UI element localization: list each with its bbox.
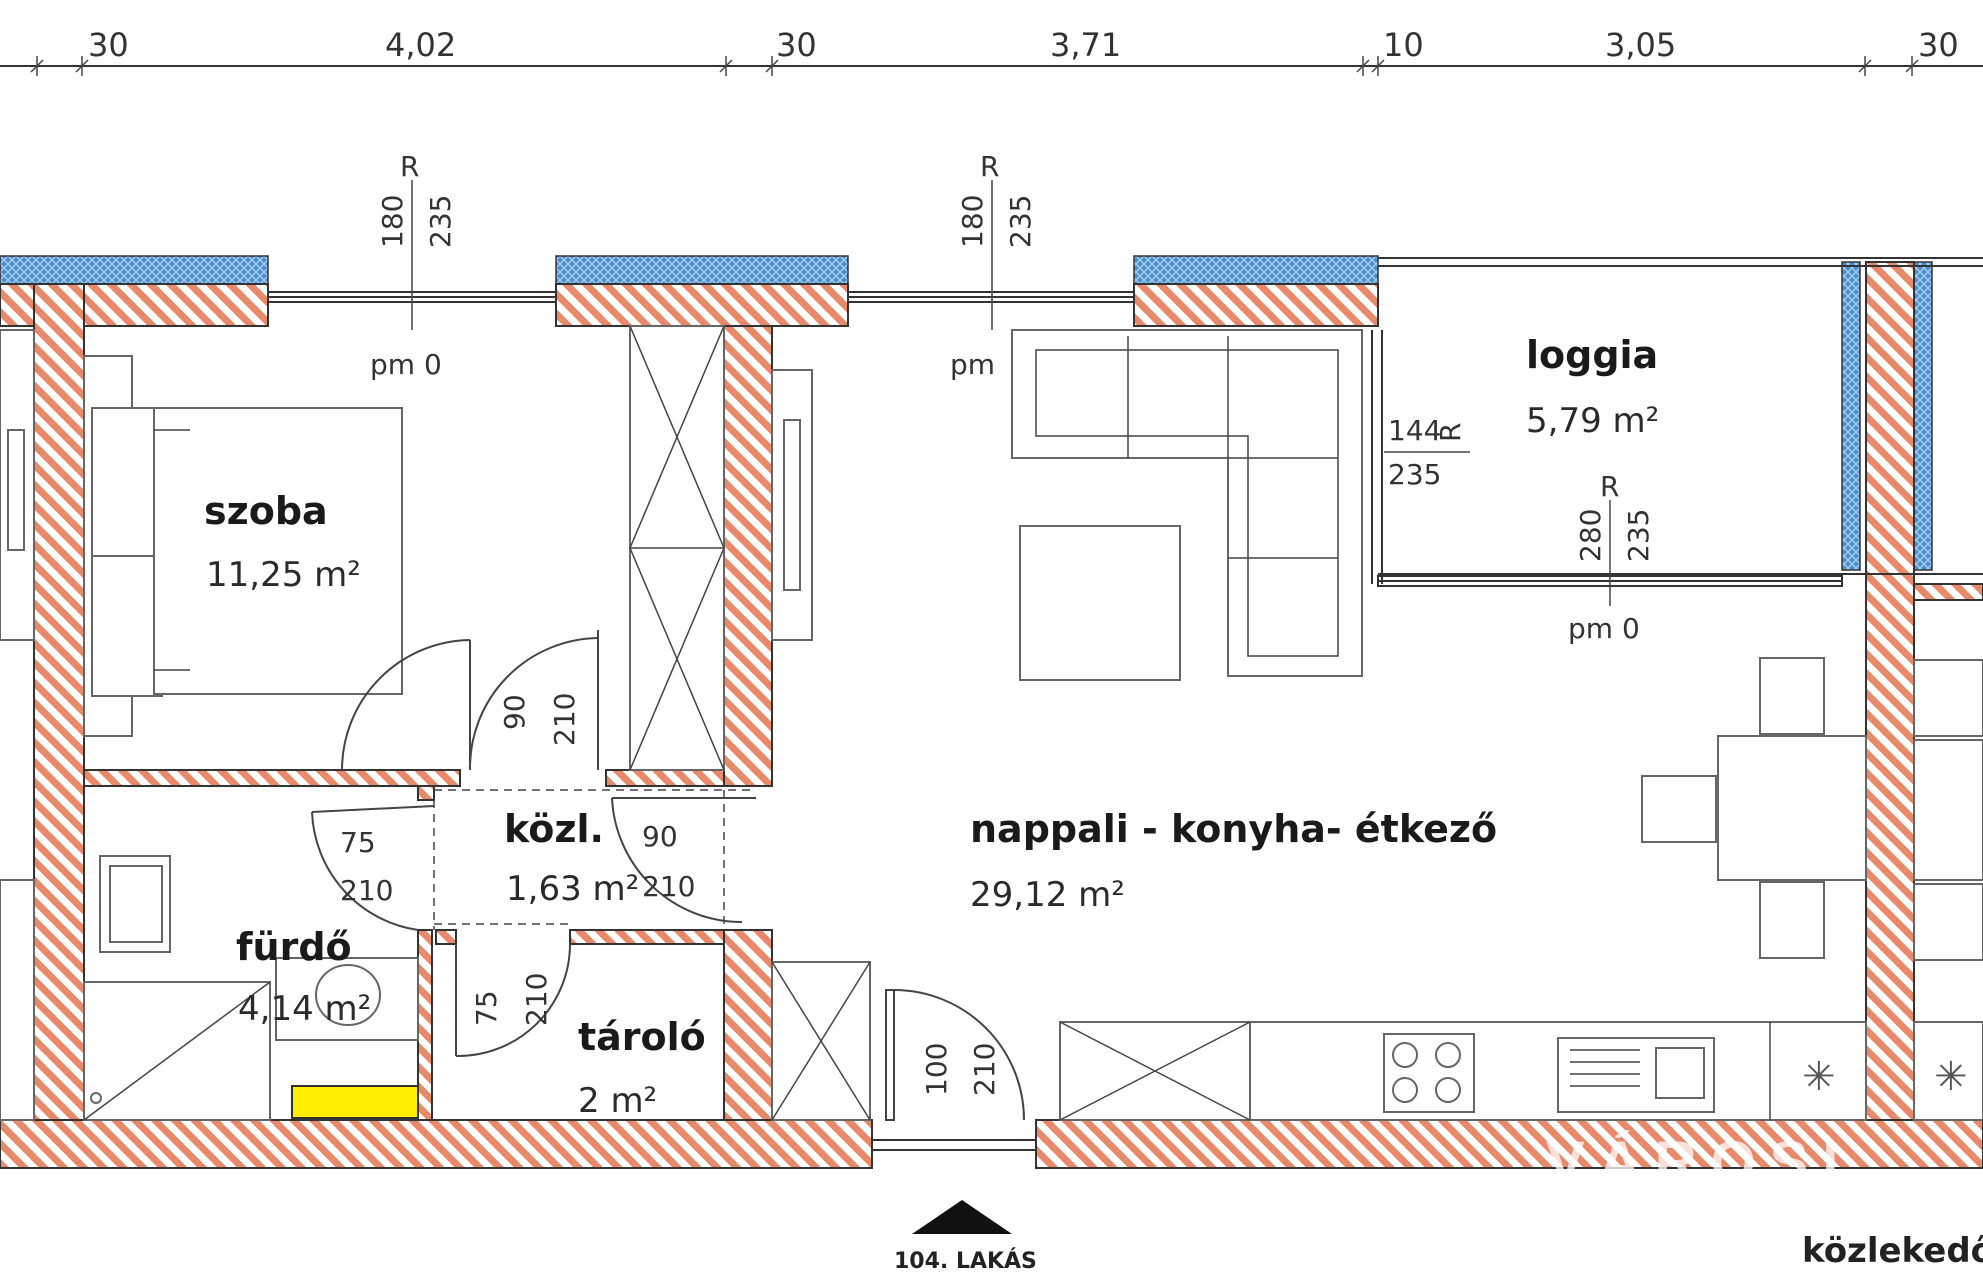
room-area-loggia: 5,79 m² xyxy=(1526,401,1659,441)
windows xyxy=(267,257,1983,587)
refrigerator-icon: ✳ xyxy=(1802,1054,1836,1100)
nappali-wardrobe xyxy=(771,369,813,641)
room-area-szoba: 11,25 m² xyxy=(206,555,361,595)
dim-top-1: 30 xyxy=(88,26,129,64)
room-name-kozl: közl. xyxy=(504,807,604,851)
kitchen-counter xyxy=(1059,1021,1983,1121)
door-entrance: 100 210 xyxy=(872,989,1036,1151)
window-annotation-2: R 180 235 pm xyxy=(950,150,1037,381)
entrance-arrow-icon xyxy=(912,1200,1012,1234)
door-tarolo: 75 210 xyxy=(455,943,571,1058)
room-area-furdo: 4,14 m² xyxy=(238,989,371,1029)
szoba-wardrobe xyxy=(629,325,725,771)
svg-text:pm: pm xyxy=(950,348,995,381)
room-area-kozl: 1,63 m² xyxy=(506,869,639,909)
room-name-nappali: nappali - konyha- étkező xyxy=(970,807,1497,851)
svg-text:210: 210 xyxy=(520,973,553,1026)
room-name-furdo: fürdő xyxy=(236,925,352,969)
svg-text:100: 100 xyxy=(920,1043,953,1096)
heater xyxy=(291,1085,419,1119)
window-annotation-3: 144 235 R xyxy=(1384,414,1470,491)
svg-text:pm 0: pm 0 xyxy=(370,348,442,381)
room-area-nappali: 29,12 m² xyxy=(970,875,1125,915)
svg-text:90: 90 xyxy=(642,820,678,853)
svg-text:90: 90 xyxy=(498,694,531,730)
svg-text:pm 0: pm 0 xyxy=(1568,612,1640,645)
svg-text:180: 180 xyxy=(376,195,409,248)
entrance-label: 104. LAKÁS xyxy=(894,1248,1037,1274)
dim-top-3: 30 xyxy=(776,26,817,64)
window-annotation-4: R 280 235 pm 0 xyxy=(1568,470,1655,645)
dim-top-5: 10 xyxy=(1383,26,1424,64)
room-name-tarolo: tároló xyxy=(578,1015,706,1059)
svg-text:210: 210 xyxy=(340,874,393,907)
svg-text:235: 235 xyxy=(1388,458,1441,491)
window-annotation-1: R 180 235 pm 0 xyxy=(370,150,457,381)
svg-text:75: 75 xyxy=(470,990,503,1026)
room-name-szoba: szoba xyxy=(204,489,328,533)
left-wardrobe xyxy=(0,329,35,1121)
room-area-tarolo: 2 m² xyxy=(578,1081,657,1121)
dimension-line-top: 30 4,02 30 3,71 10 3,05 30 xyxy=(0,26,1983,76)
dining-set xyxy=(1641,657,1983,961)
svg-text:144: 144 xyxy=(1388,414,1441,447)
walls xyxy=(0,261,1983,1169)
svg-text:235: 235 xyxy=(1004,195,1037,248)
dim-top-4: 3,71 xyxy=(1050,26,1121,64)
bed xyxy=(83,355,403,737)
watermark: VÁROSI xyxy=(1546,1130,1852,1195)
svg-text:235: 235 xyxy=(1622,509,1655,562)
svg-text:210: 210 xyxy=(548,693,581,746)
room-name-loggia: loggia xyxy=(1526,333,1658,377)
entry-cabinet xyxy=(771,961,871,1121)
svg-text:R: R xyxy=(1434,423,1467,442)
dim-top-6: 3,05 xyxy=(1605,26,1676,64)
svg-text:R: R xyxy=(980,150,999,183)
door-nappali: 90 210 xyxy=(611,797,756,924)
svg-text:75: 75 xyxy=(340,826,376,859)
refrigerator-icon-2: ✳ xyxy=(1934,1054,1968,1100)
svg-text:180: 180 xyxy=(956,195,989,248)
dim-top-7: 30 xyxy=(1918,26,1959,64)
svg-text:210: 210 xyxy=(642,870,695,903)
opening-guides xyxy=(433,789,756,930)
bathroom-fixtures xyxy=(83,855,419,1121)
svg-text:235: 235 xyxy=(424,195,457,248)
door-furdo: 75 210 xyxy=(311,805,435,931)
svg-text:R: R xyxy=(400,150,419,183)
coffee-table xyxy=(1019,525,1181,681)
dim-top-2: 4,02 xyxy=(385,26,456,64)
corridor-label: közlekedő xyxy=(1802,1231,1983,1271)
svg-text:280: 280 xyxy=(1574,509,1607,562)
svg-text:210: 210 xyxy=(968,1043,1001,1096)
door-szoba: 90 210 xyxy=(341,630,599,771)
svg-text:R: R xyxy=(1600,470,1619,503)
sofa xyxy=(1011,329,1363,677)
facade-insulation xyxy=(0,255,1933,571)
